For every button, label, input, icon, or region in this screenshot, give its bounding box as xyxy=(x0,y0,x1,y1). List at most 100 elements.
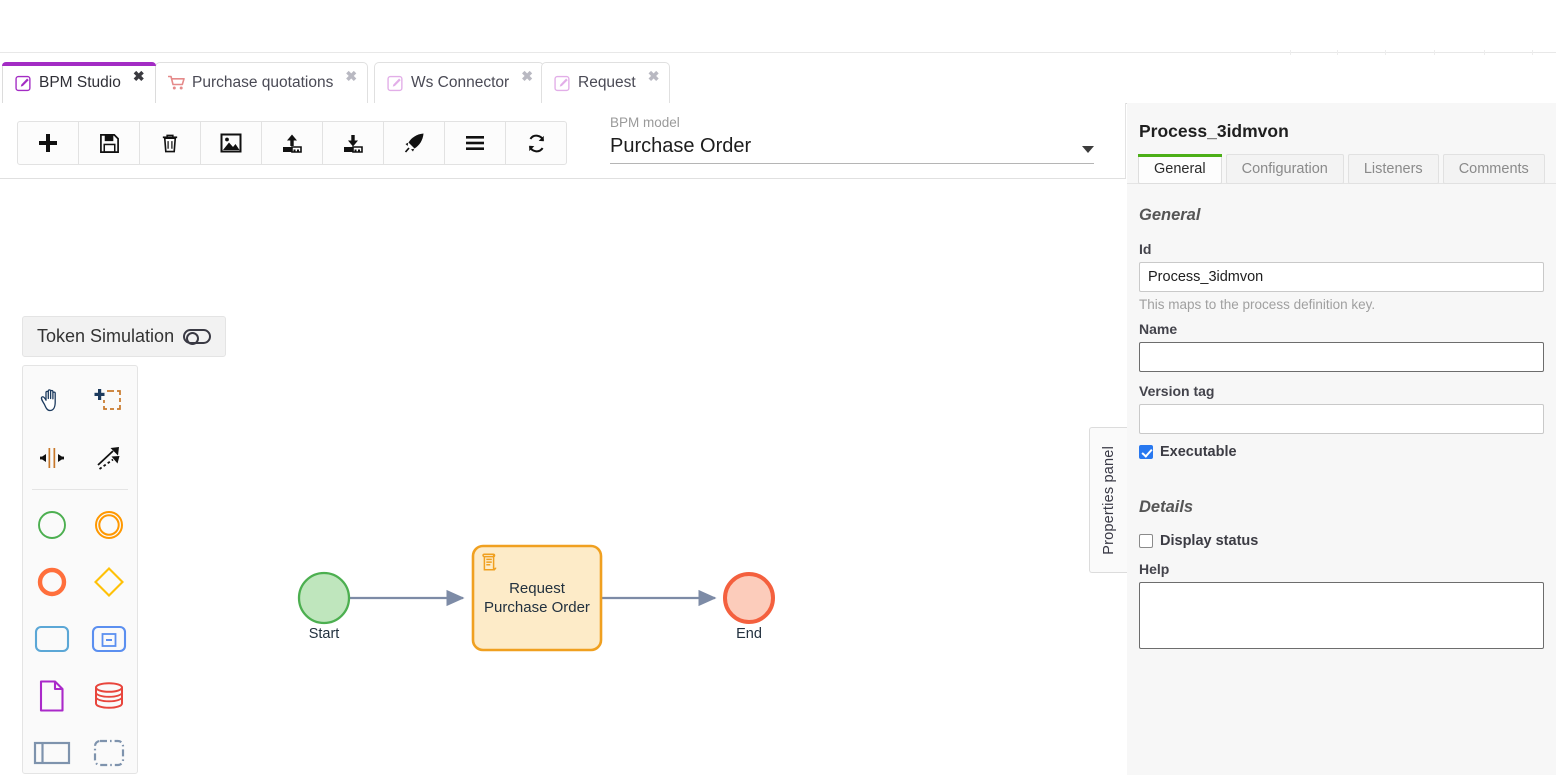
close-icon[interactable]: ✖ xyxy=(132,68,145,84)
bpmn-diagram xyxy=(297,544,775,652)
pool-tool[interactable] xyxy=(23,724,80,775)
end-event-tool[interactable] xyxy=(23,553,80,610)
close-icon[interactable]: ✖ xyxy=(647,68,660,84)
intermediate-event-tool[interactable] xyxy=(80,496,137,553)
properties-panel: Process_3idmvon General Configuration Li… xyxy=(1127,103,1556,775)
data-store-tool[interactable] xyxy=(80,667,137,724)
data-store-icon xyxy=(94,681,123,709)
tab-purchase-quotations[interactable]: Purchase quotations ✖ xyxy=(155,62,369,103)
chevron-down-icon[interactable] xyxy=(1082,146,1094,153)
properties-body: General Id This maps to the process defi… xyxy=(1127,184,1556,654)
executable-label: Executable xyxy=(1160,444,1237,460)
tab-label: BPM Studio xyxy=(39,74,121,91)
tab-general-label: General xyxy=(1154,161,1206,177)
editor-header: BPM model Purchase Order xyxy=(0,103,1126,178)
subprocess-tool[interactable] xyxy=(80,610,137,667)
tab-general[interactable]: General xyxy=(1138,154,1222,184)
lasso-select-icon xyxy=(94,388,121,410)
token-simulation-label: Token Simulation xyxy=(37,326,175,346)
data-object-tool[interactable] xyxy=(23,667,80,724)
display-status-checkbox-row[interactable]: Display status xyxy=(1139,533,1544,549)
rocket-icon xyxy=(404,133,424,153)
tab-bar: BPM Studio ✖ Purchase quotations ✖ xyxy=(0,62,1556,104)
tab-configuration-label: Configuration xyxy=(1241,161,1328,177)
space-arrows-icon xyxy=(39,447,64,468)
end-event-shape[interactable] xyxy=(723,572,775,624)
tab-configuration[interactable]: Configuration xyxy=(1225,154,1344,184)
general-section-title: General xyxy=(1139,206,1201,224)
end-event-label: End xyxy=(736,626,762,642)
close-icon[interactable]: ✖ xyxy=(521,68,533,84)
floppy-disk-icon xyxy=(99,133,119,153)
connection-arrows-icon xyxy=(96,446,119,470)
space-tool[interactable] xyxy=(23,429,80,486)
tab-ws-connector[interactable]: Ws Connector ✖ xyxy=(374,62,544,103)
version-tag-input[interactable] xyxy=(1139,404,1544,434)
id-input[interactable] xyxy=(1139,262,1544,292)
tab-request[interactable]: Request ✖ xyxy=(541,62,671,103)
bpmn-canvas[interactable]: Start Request Purchase Order End Token S… xyxy=(0,179,1126,775)
intermediate-event-icon xyxy=(94,510,123,539)
name-input[interactable] xyxy=(1139,342,1544,372)
download-button[interactable] xyxy=(322,121,384,165)
toggle-switch-icon[interactable] xyxy=(183,329,212,345)
tab-label: Request xyxy=(578,74,636,91)
deploy-button[interactable] xyxy=(383,121,445,165)
connect-tool[interactable] xyxy=(80,429,137,486)
token-simulation-toggle[interactable]: Token Simulation xyxy=(22,316,227,357)
display-status-label: Display status xyxy=(1160,533,1259,549)
trash-icon xyxy=(162,134,178,152)
task-rect-icon xyxy=(34,625,69,652)
start-event-icon xyxy=(37,510,66,539)
executable-checkbox-row[interactable]: Executable xyxy=(1139,444,1544,460)
data-object-icon xyxy=(39,679,64,712)
menu-button[interactable] xyxy=(444,121,506,165)
start-event-tool[interactable] xyxy=(23,496,80,553)
bpm-model-value: Purchase Order xyxy=(610,135,752,157)
close-icon[interactable]: ✖ xyxy=(345,68,358,84)
bpmn-editor: BPM model Purchase Order xyxy=(0,103,1126,775)
end-event-icon xyxy=(37,567,66,596)
tab-comments-label: Comments xyxy=(1458,161,1529,177)
tab-listeners-label: Listeners xyxy=(1363,161,1423,177)
upload-button[interactable] xyxy=(261,121,323,165)
save-button[interactable] xyxy=(78,121,140,165)
hand-icon xyxy=(40,388,56,411)
tab-listeners[interactable]: Listeners xyxy=(1347,154,1439,184)
lasso-tool[interactable] xyxy=(80,372,137,429)
pencil-square-icon xyxy=(15,75,32,92)
hand-tool[interactable] xyxy=(23,372,80,429)
export-image-button[interactable] xyxy=(200,121,262,165)
top-divider xyxy=(0,50,1556,55)
executable-checkbox[interactable] xyxy=(1139,445,1153,459)
start-event-shape[interactable] xyxy=(297,571,351,625)
pencil-square-icon xyxy=(387,75,404,92)
refresh-button[interactable] xyxy=(505,121,567,165)
header-divider xyxy=(0,178,1126,179)
hamburger-icon xyxy=(466,136,484,150)
properties-panel-toggle[interactable]: Properties panel xyxy=(1089,427,1127,573)
gateway-tool[interactable] xyxy=(80,553,137,610)
display-status-checkbox[interactable] xyxy=(1139,534,1153,548)
group-tool[interactable] xyxy=(80,724,137,775)
help-label: Help xyxy=(1139,561,1170,577)
group-dashed-icon xyxy=(93,739,124,766)
help-textarea[interactable] xyxy=(1139,582,1544,649)
start-event-label: Start xyxy=(308,626,340,642)
script-task-shape[interactable] xyxy=(471,544,603,652)
details-section-title: Details xyxy=(1139,498,1194,516)
bpm-model-select[interactable]: BPM model Purchase Order xyxy=(610,115,1094,164)
plus-icon xyxy=(39,134,57,152)
properties-panel-toggle-label: Properties panel xyxy=(1100,445,1117,555)
pool-icon xyxy=(33,741,70,764)
subprocess-icon xyxy=(91,625,126,652)
task-tool[interactable] xyxy=(23,610,80,667)
gateway-diamond-icon xyxy=(93,566,124,597)
new-button[interactable] xyxy=(17,121,79,165)
upload-icon xyxy=(283,134,302,153)
image-icon xyxy=(220,133,242,153)
tab-bpm-studio[interactable]: BPM Studio ✖ xyxy=(2,62,156,103)
delete-button[interactable] xyxy=(139,121,201,165)
editor-toolbar xyxy=(17,121,567,165)
tab-comments[interactable]: Comments xyxy=(1442,154,1545,184)
